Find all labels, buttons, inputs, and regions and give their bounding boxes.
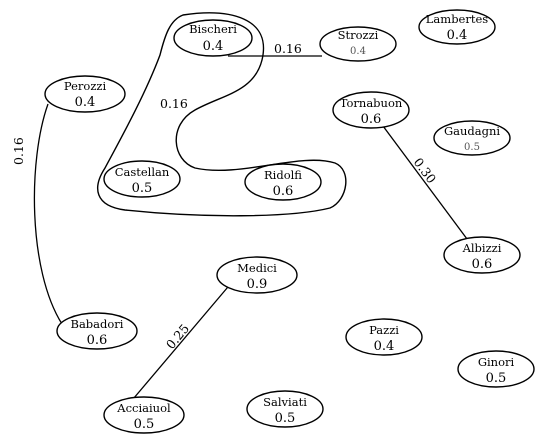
node-name: Medici [237, 261, 277, 275]
node-name: Strozzi [338, 28, 379, 42]
node-bischeri[interactable]: Bischeri 0.4 [173, 19, 253, 57]
node-value: 0.4 [75, 95, 96, 110]
edge-label-bischeri-strozzi: 0.16 [274, 41, 302, 56]
edge-perozzi-babadori [33, 103, 63, 325]
edge-tornabuon-albizzi [382, 125, 471, 244]
node-perozzi[interactable]: Perozzi 0.4 [44, 75, 126, 113]
group-label: 0.16 [160, 96, 188, 111]
node-name: Castellan [115, 165, 170, 179]
node-value: 0.5 [464, 142, 480, 153]
node-value: 0.4 [447, 28, 468, 43]
node-value: 0.5 [132, 181, 153, 196]
node-value: 0.4 [374, 339, 395, 354]
node-value: 0.6 [361, 112, 382, 127]
node-name: Pazzi [369, 323, 399, 337]
node-name: Ginori [478, 355, 515, 369]
node-name: Lambertes [426, 12, 488, 26]
node-gaudagni[interactable]: Gaudagni 0.5 [433, 120, 511, 156]
node-name: Albizzi [462, 241, 502, 255]
node-value: 0.4 [203, 39, 224, 54]
edge-label-tornabuon-albizzi: 0.30 [411, 155, 440, 186]
node-name: Salviati [263, 395, 307, 409]
node-value: 0.5 [486, 371, 507, 386]
node-value: 0.6 [472, 257, 493, 272]
node-salviati[interactable]: Salviati 0.5 [246, 390, 324, 428]
node-acciaiuol[interactable]: Acciaiuol 0.5 [103, 396, 185, 434]
node-medici[interactable]: Medici 0.9 [216, 256, 298, 294]
group-outline-bischeri-castellan-ridolfi [97, 12, 347, 217]
node-value: 0.5 [134, 417, 155, 432]
node-albizzi[interactable]: Albizzi 0.6 [443, 236, 521, 274]
node-ridolfi[interactable]: Ridolfi 0.6 [244, 163, 322, 201]
node-ginori[interactable]: Ginori 0.5 [457, 350, 535, 388]
node-name: Acciaiuol [116, 401, 171, 415]
node-value: 0.5 [275, 411, 296, 426]
edge-label-medici-acciaiuol: 0.25 [163, 321, 192, 352]
node-value: 0.6 [87, 333, 108, 348]
node-name: Bischeri [189, 22, 237, 36]
node-value: 0.9 [247, 277, 268, 292]
node-castellan[interactable]: Castellan 0.5 [103, 160, 181, 198]
edge-label-perozzi-babadori: 0.16 [11, 137, 26, 165]
node-strozzi[interactable]: Strozzi 0.4 [319, 26, 397, 62]
edge-medici-acciaiuol [127, 280, 234, 406]
node-babadori[interactable]: Babadori 0.6 [56, 312, 138, 350]
node-lambertes[interactable]: Lambertes 0.4 [418, 9, 496, 45]
node-name: Ridolfi [264, 168, 302, 182]
node-pazzi[interactable]: Pazzi 0.4 [345, 318, 423, 356]
node-name: Gaudagni [444, 124, 500, 138]
node-name: Tornabuon [340, 96, 403, 110]
node-tornabuon[interactable]: Tornabuon 0.6 [332, 91, 410, 129]
node-value: 0.6 [273, 184, 294, 199]
node-name: Perozzi [64, 79, 107, 93]
node-name: Babadori [71, 317, 124, 331]
node-value: 0.4 [350, 46, 366, 57]
